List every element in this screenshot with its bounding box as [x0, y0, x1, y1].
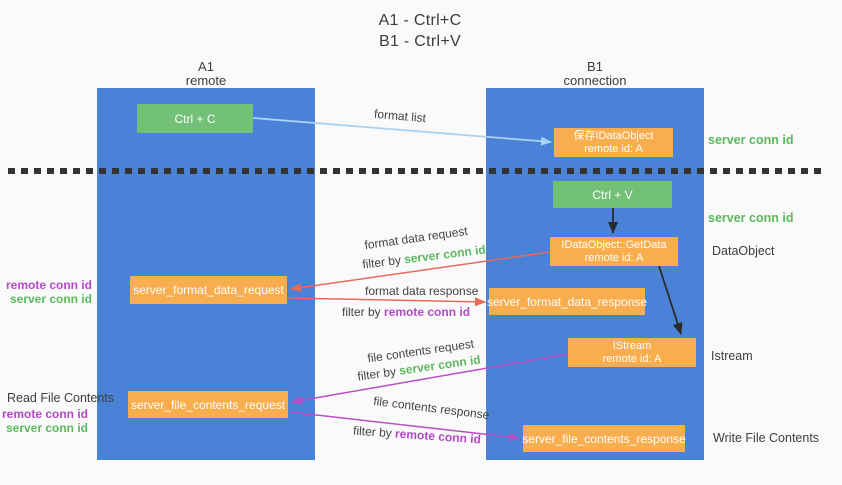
label-write-file-contents: Write File Contents: [713, 431, 820, 445]
label-filter-by-remote-conn-id-1: filter by remote conn id: [342, 305, 470, 319]
node-server-format-data-response-label: server_format_data_response: [486, 294, 648, 309]
node-idataobject-getdata: IDataObject::GetData remote id: A: [550, 237, 678, 266]
lane-a1-subtitle: remote: [185, 73, 227, 88]
label-remote-conn-id-left-bottom: remote conn id: [1, 407, 88, 421]
label-server-conn-id-right-mid: server conn id: [708, 211, 794, 225]
node-ctrl-c-label: Ctrl + C: [174, 111, 216, 126]
lane-a1-name: A1: [198, 59, 214, 74]
remote-conn-id-text: remote conn id: [384, 305, 471, 319]
node-save-idataobject-line2: remote id: A: [584, 143, 643, 155]
label-filter-by-remote-conn-id-2: filter by remote conn id: [353, 424, 482, 447]
label-remote-conn-id-left-mid: remote conn id: [5, 278, 92, 292]
label-block-left-mid: remote conn id server conn id: [0, 278, 92, 306]
filter-by-text: filter by: [361, 252, 402, 272]
node-server-format-data-request-label: server_format_data_request: [133, 283, 284, 297]
filter-by-text: filter by: [352, 423, 393, 441]
node-idataobject-getdata-line2: remote id: A: [584, 252, 644, 264]
node-istream-line2: remote id: A: [602, 353, 662, 365]
title-line-a1: A1 - Ctrl+C: [378, 12, 462, 29]
lane-header-b1: B1 connection: [486, 60, 704, 88]
lane-b1-name: B1: [587, 59, 603, 74]
node-idataobject-getdata-line1: IDataObject::GetData: [561, 239, 667, 251]
label-istream: Istream: [711, 349, 753, 363]
label-server-conn-id-right-top: server conn id: [708, 133, 794, 147]
label-dataobject: DataObject: [712, 244, 775, 258]
label-file-contents-response: file contents response: [372, 393, 491, 423]
filter-by-text: filter by: [342, 305, 381, 319]
node-server-format-data-request: server_format_data_request: [130, 276, 287, 304]
remote-conn-id-text: remote conn id: [394, 426, 482, 447]
server-conn-id-text: server conn id: [403, 242, 487, 267]
title-line-b1: B1 - Ctrl+V: [379, 33, 461, 50]
label-read-file-contents: Read File Contents: [7, 391, 115, 405]
node-ctrl-v-label: Ctrl + V: [592, 187, 633, 202]
label-server-conn-id-left-mid: server conn id: [9, 292, 92, 306]
node-server-file-contents-request: server_file_contents_request: [128, 391, 288, 418]
node-server-format-data-response: server_format_data_response: [486, 288, 648, 315]
label-format-list: format list: [373, 106, 427, 126]
node-ctrl-v: Ctrl + V: [553, 181, 672, 208]
node-ctrl-c: Ctrl + C: [137, 104, 253, 133]
node-istream-line1: IStream: [612, 340, 652, 352]
filter-by-text: filter by: [356, 364, 397, 384]
arrow-format-data-response: [286, 297, 486, 307]
node-save-idataobject-line1: 保存IDataObject: [573, 130, 654, 142]
node-server-file-contents-response: server_file_contents_response: [522, 425, 686, 452]
label-server-conn-id-left-bottom: server conn id: [5, 421, 88, 435]
lane-header-a1: A1 remote: [97, 60, 315, 88]
diagram-title: A1 - Ctrl+C B1 - Ctrl+V: [334, 10, 506, 52]
label-block-left-bottom: remote conn id server conn id: [0, 407, 88, 435]
node-server-file-contents-response-label: server_file_contents_response: [522, 431, 686, 446]
lane-b1-subtitle: connection: [563, 73, 627, 88]
label-format-data-response: format data response: [365, 284, 479, 298]
node-istream: IStream remote id: A: [568, 338, 696, 367]
node-save-idataobject: 保存IDataObject remote id: A: [554, 128, 673, 157]
node-server-file-contents-request-label: server_file_contents_request: [130, 397, 286, 412]
